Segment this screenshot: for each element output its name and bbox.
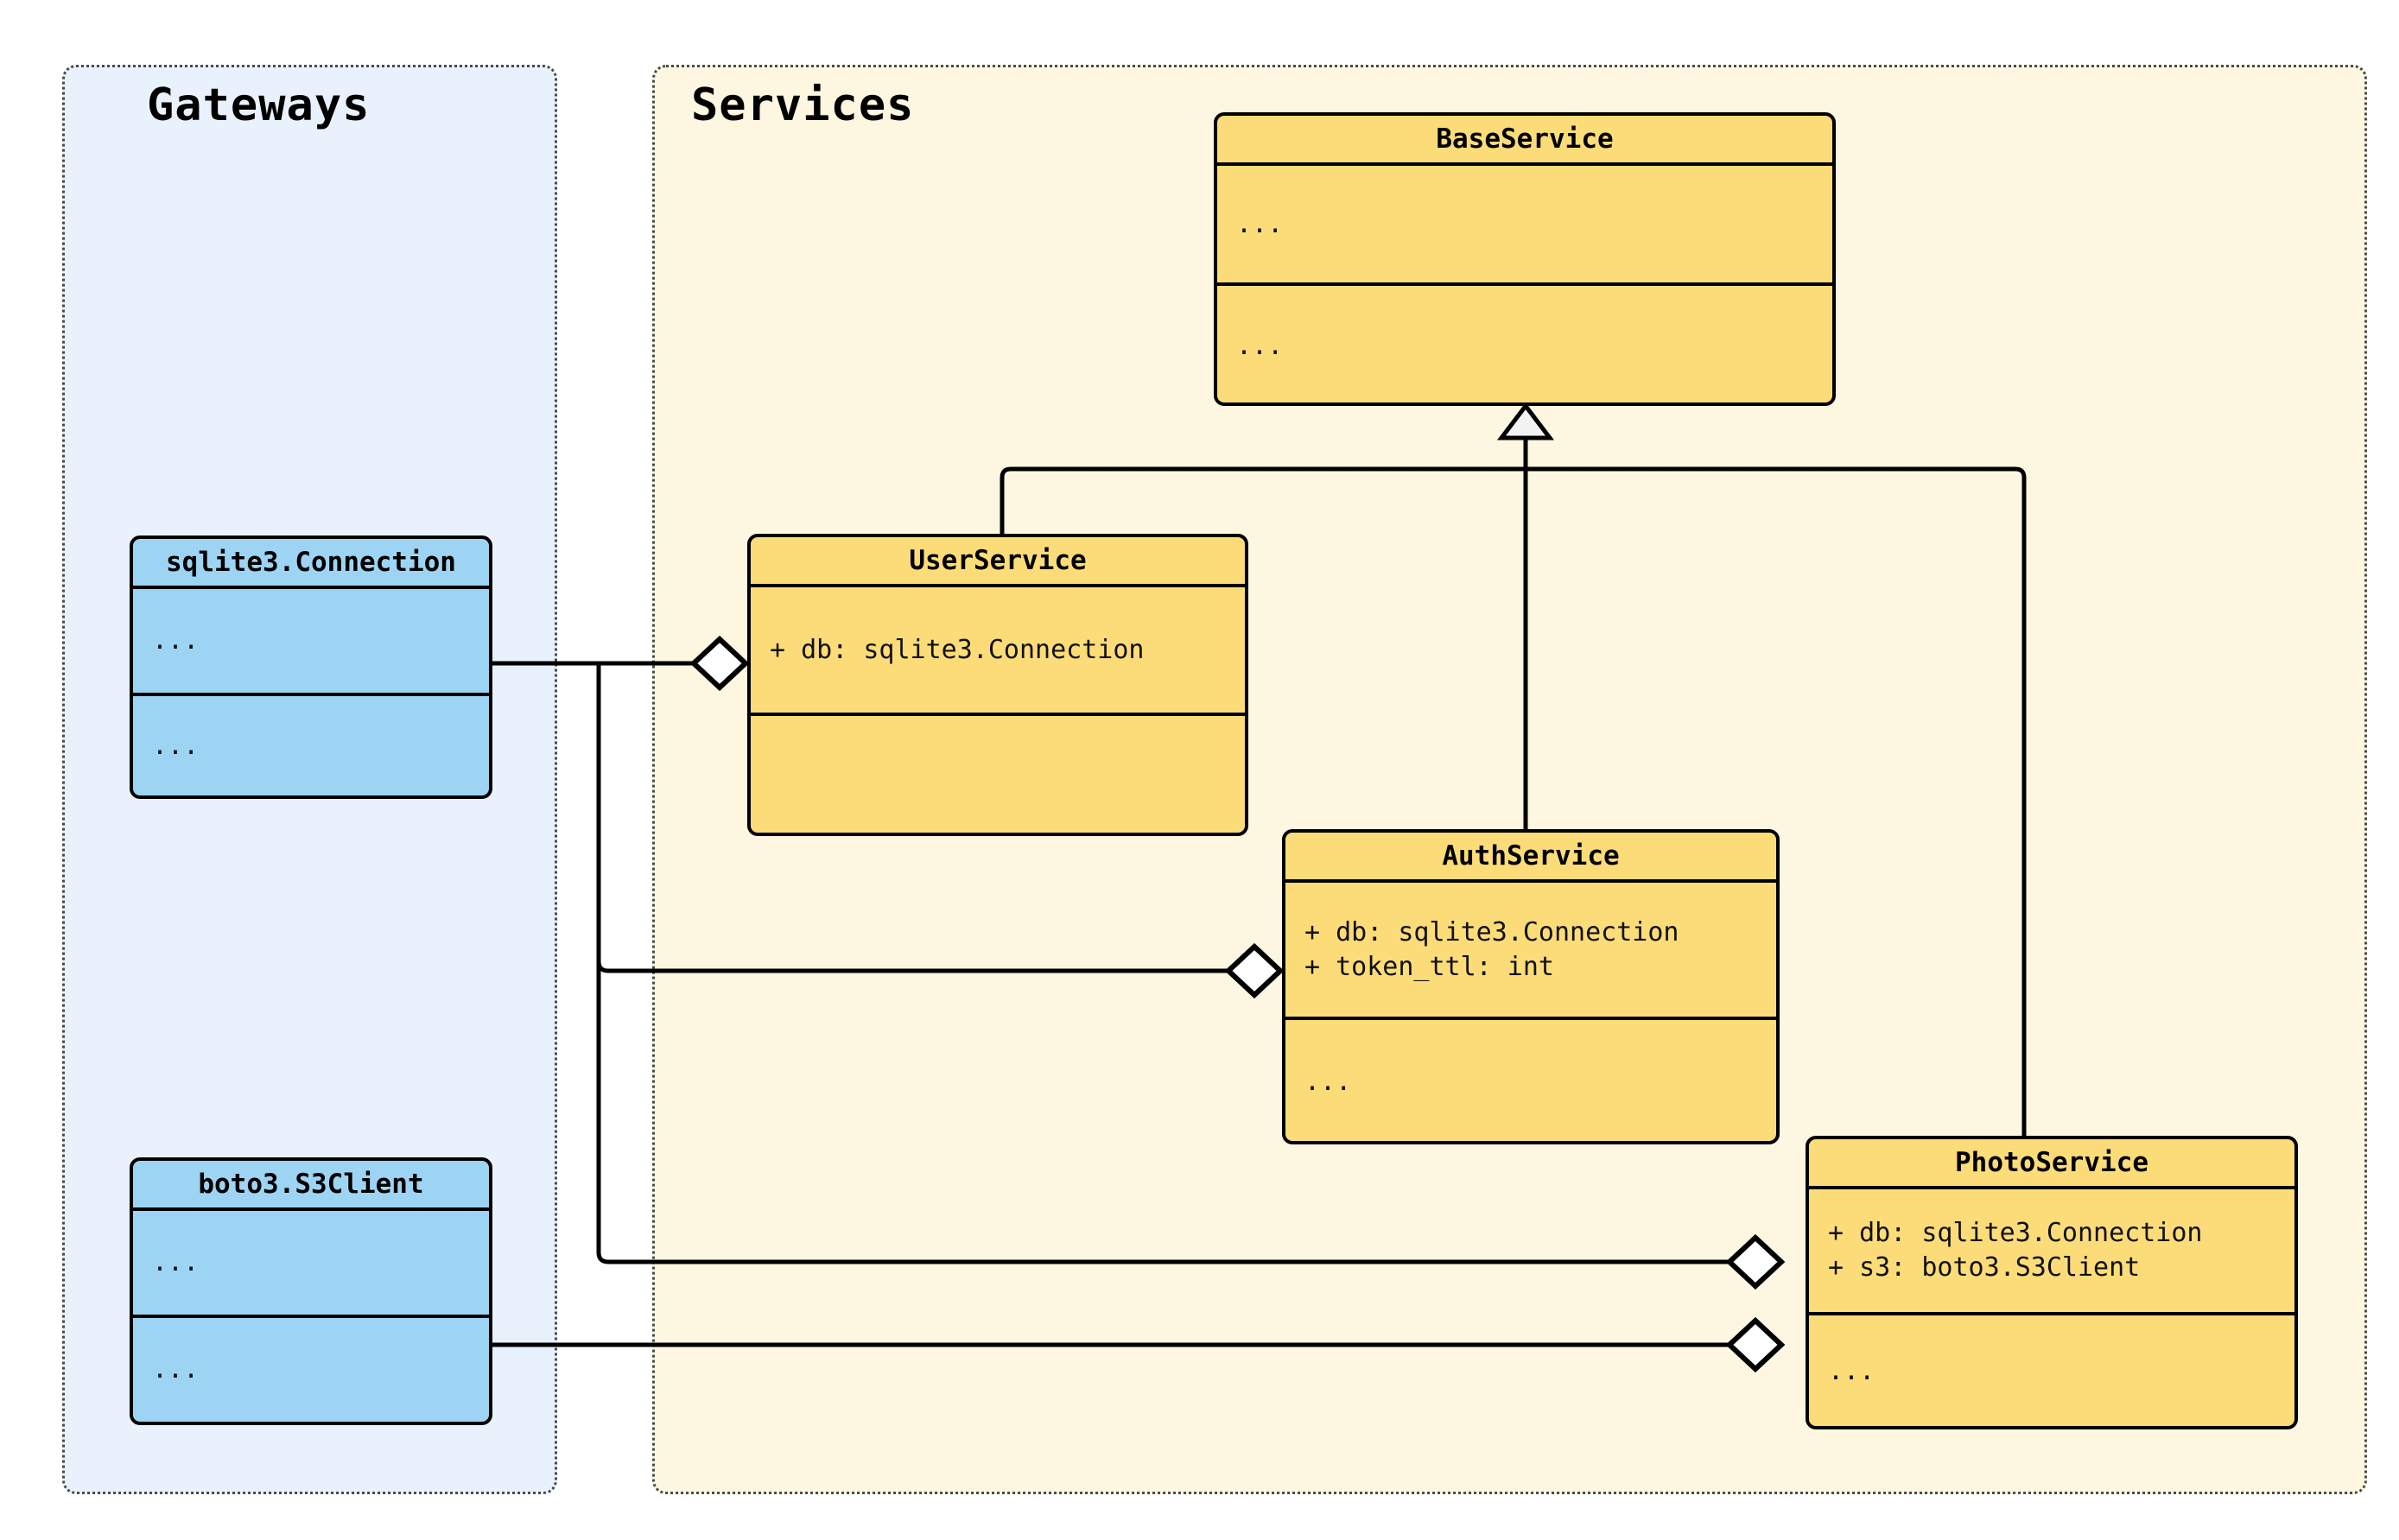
class-name-authservice: AuthService — [1285, 833, 1776, 883]
class-box-boto3-s3client[interactable]: boto3.S3Client ... ... — [130, 1157, 492, 1425]
class-attributes-baseservice: ... — [1217, 166, 1832, 282]
attribute-line: + s3: boto3.S3Client — [1828, 1252, 2141, 1283]
package-services-title: Services — [691, 79, 915, 131]
class-name-boto3-s3client: boto3.S3Client — [133, 1161, 489, 1211]
class-methods-baseservice: ... — [1217, 282, 1832, 402]
attribute-line: ... — [152, 625, 200, 656]
attribute-line: + db: sqlite3.Connection — [770, 634, 1145, 665]
class-box-sqlite3-connection[interactable]: sqlite3.Connection ... ... — [130, 536, 492, 799]
class-methods-authservice: ... — [1285, 1017, 1776, 1141]
class-box-baseservice[interactable]: BaseService ... ... — [1214, 112, 1836, 406]
attribute-line: + token_ttl: int — [1304, 951, 1554, 982]
class-box-userservice[interactable]: UserService + db: sqlite3.Connection — [747, 534, 1248, 836]
class-name-photoservice: PhotoService — [1809, 1139, 2294, 1189]
method-line: ... — [1236, 330, 1284, 361]
attribute-line: + db: sqlite3.Connection — [1304, 916, 1679, 947]
class-attributes-boto3-s3client: ... — [133, 1211, 489, 1315]
class-box-authservice[interactable]: AuthService + db: sqlite3.Connection + t… — [1282, 829, 1780, 1144]
class-methods-sqlite3-connection: ... — [133, 693, 489, 795]
attribute-line: ... — [152, 1247, 200, 1278]
class-attributes-sqlite3-connection: ... — [133, 589, 489, 693]
method-line: ... — [1828, 1356, 1875, 1387]
class-box-photoservice[interactable]: PhotoService + db: sqlite3.Connection + … — [1806, 1136, 2298, 1429]
class-methods-photoservice: ... — [1809, 1312, 2294, 1426]
method-line: ... — [152, 1354, 200, 1385]
class-attributes-userservice: + db: sqlite3.Connection — [751, 587, 1245, 713]
class-attributes-authservice: + db: sqlite3.Connection + token_ttl: in… — [1285, 883, 1776, 1017]
class-attributes-photoservice: + db: sqlite3.Connection + s3: boto3.S3C… — [1809, 1189, 2294, 1312]
attribute-line: + db: sqlite3.Connection — [1828, 1218, 2203, 1249]
attribute-line: ... — [1236, 208, 1284, 239]
class-name-sqlite3-connection: sqlite3.Connection — [133, 539, 489, 589]
class-methods-boto3-s3client: ... — [133, 1315, 489, 1422]
class-methods-userservice — [751, 713, 1245, 833]
class-name-userservice: UserService — [751, 537, 1245, 587]
method-line: ... — [152, 730, 200, 761]
method-line: ... — [1304, 1067, 1352, 1098]
class-name-baseservice: BaseService — [1217, 116, 1832, 166]
package-gateways-title: Gateways — [147, 79, 371, 131]
